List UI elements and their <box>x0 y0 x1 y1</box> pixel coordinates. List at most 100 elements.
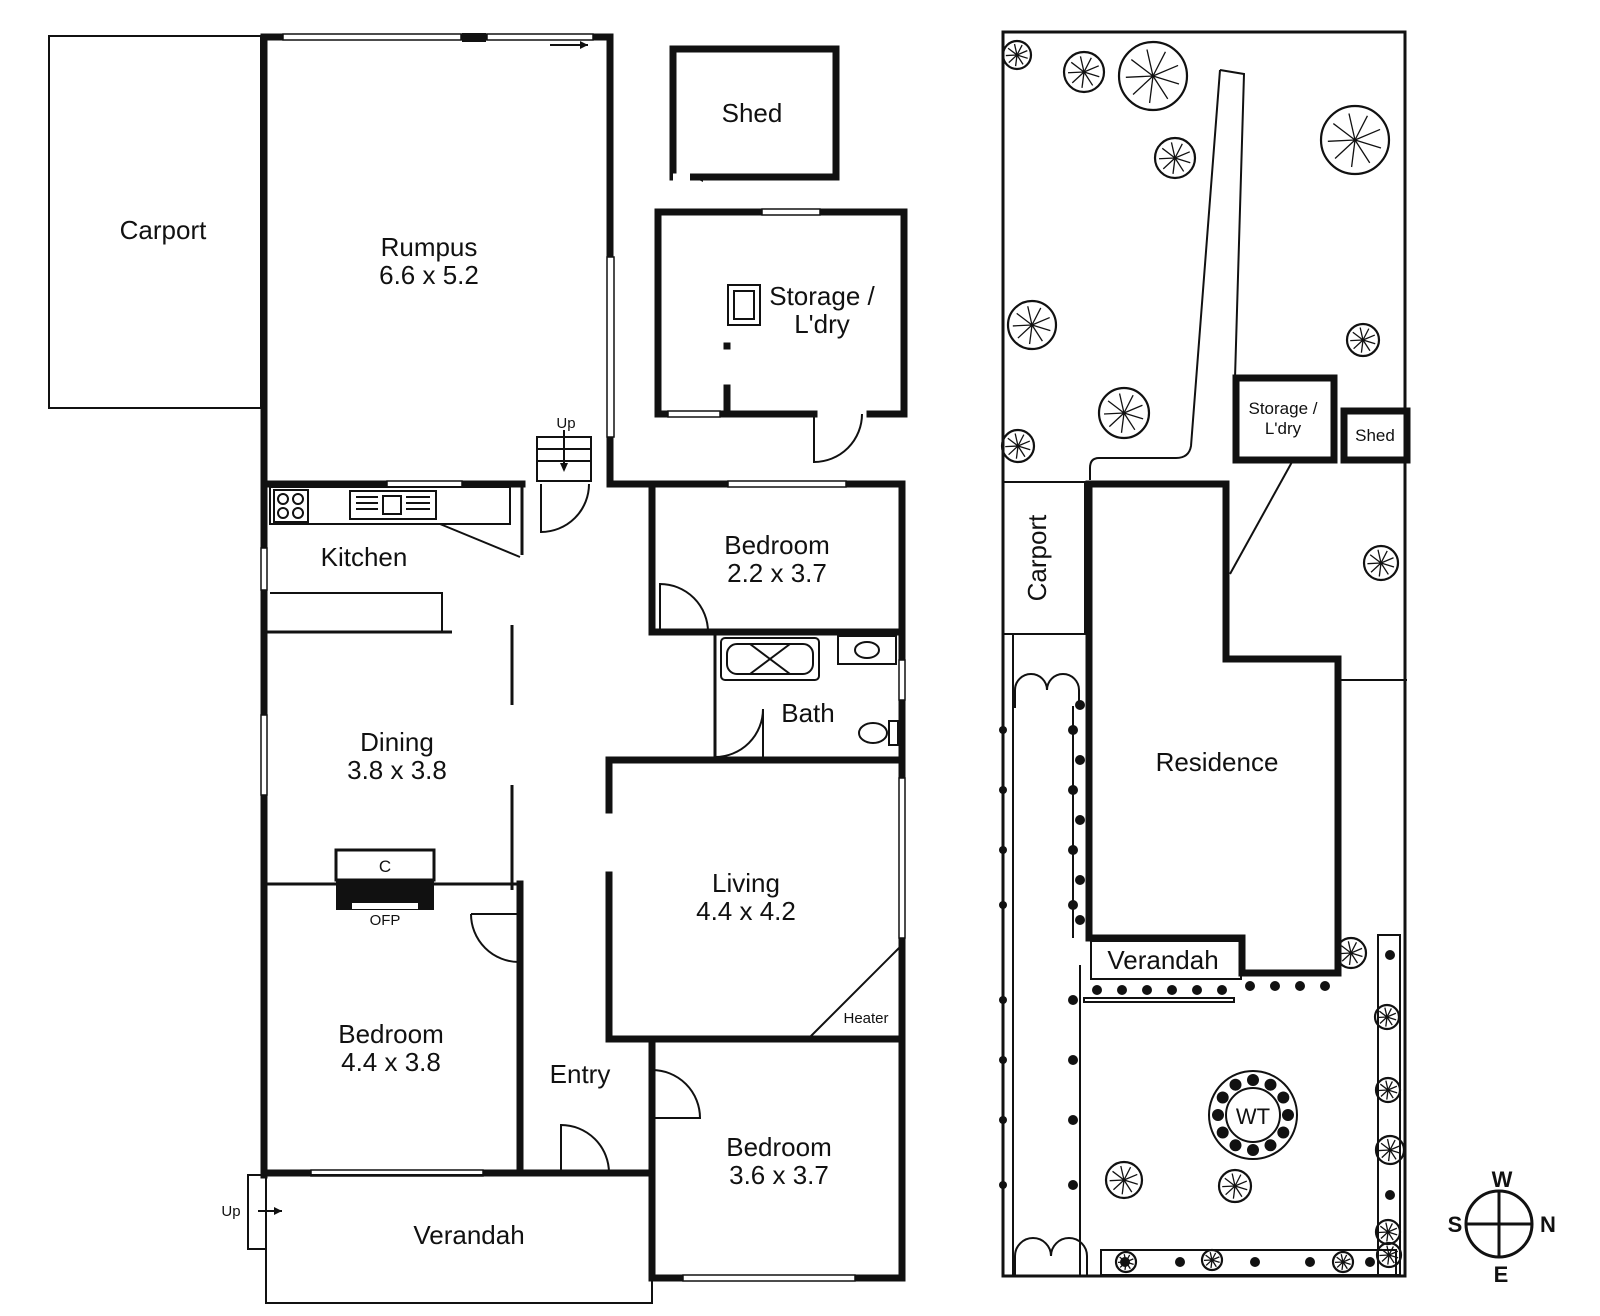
bed1-window <box>727 480 847 488</box>
residence-label: Residence <box>1156 747 1279 777</box>
hedge-dot <box>999 996 1007 1004</box>
bath-window <box>898 659 906 701</box>
carport-label: Carport <box>120 215 207 245</box>
compass: W N S E <box>1448 1167 1556 1287</box>
tree-icon <box>1117 40 1189 112</box>
site-verandah <box>1090 940 1242 980</box>
living-window <box>898 777 906 939</box>
site-shed <box>1340 407 1411 464</box>
hedge-dot <box>1068 785 1078 795</box>
hedge-dot <box>1385 1190 1395 1200</box>
bathtub <box>720 637 820 681</box>
storage-window-top <box>761 208 821 216</box>
dining-label: Dining <box>360 727 434 757</box>
hedge-dot <box>1068 995 1078 1005</box>
entry-label: Entry <box>550 1059 611 1089</box>
hedge-dot <box>1245 981 1255 991</box>
cooktop <box>273 489 309 523</box>
kitchen-side-window <box>260 547 268 591</box>
water-tank-label: WT <box>1236 1104 1270 1129</box>
rumpus-pillar <box>462 33 486 42</box>
hedge-dot <box>999 1116 1007 1124</box>
floor-plan-labels: Carport Rumpus 6.6 x 5.2 Shed Storage / … <box>120 98 889 1250</box>
bath-label: Bath <box>781 698 835 728</box>
tree-icon <box>1319 104 1391 176</box>
bath-door-swing <box>714 708 764 758</box>
hedge-dot <box>1192 985 1202 995</box>
tree-icon <box>1331 1250 1355 1274</box>
tree-icon <box>1362 544 1400 582</box>
living-dimensions: 4.4 x 4.2 <box>696 896 796 926</box>
hedge-dot <box>1092 985 1102 995</box>
hedge-dot <box>1270 981 1280 991</box>
hedge-dot <box>1320 981 1330 991</box>
laundry-tub <box>727 284 761 326</box>
shed-outline <box>669 45 840 181</box>
basin <box>837 635 897 665</box>
hedge-dot <box>1075 700 1085 710</box>
hedge-dot <box>1075 875 1085 885</box>
tree-icon <box>1104 1160 1144 1200</box>
tree-icon <box>1217 1168 1253 1204</box>
bed3-door-swing <box>651 1069 702 1119</box>
hedge-dot <box>1075 915 1085 925</box>
tree-icon <box>1375 1241 1403 1269</box>
storage-window-bottom <box>667 410 721 418</box>
hedge-dot <box>1075 755 1085 765</box>
dining-dimensions: 3.8 x 3.8 <box>347 755 447 785</box>
tree-icon <box>1153 136 1197 180</box>
verandah-label: Verandah <box>413 1220 524 1250</box>
hedge-dot <box>1142 985 1152 995</box>
storage-label-line1: Storage / <box>769 281 875 311</box>
rumpus-label: Rumpus <box>381 232 478 262</box>
storage-walls <box>654 208 908 418</box>
compass-north: N <box>1540 1212 1556 1237</box>
site-verandah-label: Verandah <box>1107 945 1218 975</box>
site-storage <box>1232 374 1338 464</box>
tree-icon <box>1001 39 1033 71</box>
tank-shrub <box>1216 1091 1229 1104</box>
kitchen-island <box>270 592 443 633</box>
tree-icon <box>1374 1218 1402 1246</box>
tank-shrub <box>1229 1078 1242 1091</box>
tree-icon <box>1200 1248 1224 1272</box>
hedge-dot <box>1068 900 1078 910</box>
verandah-up-label: Up <box>221 1203 240 1220</box>
bed1-door-swing <box>659 582 709 633</box>
fireplace-c-label: C <box>379 857 391 876</box>
site-storage-label-line2: L'dry <box>1265 419 1302 438</box>
tree-icon <box>1097 386 1151 440</box>
site-storage-label-line1: Storage / <box>1249 399 1318 418</box>
hedge-dot <box>1250 1257 1260 1267</box>
rumpus-door-swing <box>540 483 590 534</box>
tank-shrub <box>1264 1078 1277 1091</box>
heater-diagonal <box>807 946 901 1040</box>
hedge-dot <box>1305 1257 1315 1267</box>
hedge-dot <box>999 1181 1007 1189</box>
tree-icon <box>1114 1250 1138 1274</box>
hedge-dot <box>999 726 1007 734</box>
tank-shrub <box>1277 1126 1290 1139</box>
bedroom-2-label: Bedroom <box>338 1019 444 1049</box>
bed3-window <box>682 1274 856 1282</box>
hedge-dot <box>999 901 1007 909</box>
hedge-dot <box>1075 815 1085 825</box>
hedge-dot <box>1068 1180 1078 1190</box>
site-carport <box>1003 481 1086 635</box>
rumpus-window-1 <box>282 33 462 41</box>
bedroom-3-label: Bedroom <box>726 1132 832 1162</box>
hedge-shrubs <box>999 700 1395 1267</box>
tree-icon <box>1374 1134 1406 1166</box>
hedge-dot <box>1167 985 1177 995</box>
tank-shrub <box>1216 1126 1229 1139</box>
tank-shrub <box>1282 1109 1294 1121</box>
storage-label-line2: L'dry <box>794 309 850 339</box>
site-shed-label: Shed <box>1355 426 1395 445</box>
tree-icon <box>1334 936 1368 970</box>
living-label: Living <box>712 868 780 898</box>
south-hedge-bed <box>1100 1249 1397 1276</box>
hedge-dot <box>1068 725 1078 735</box>
tree-icon <box>1345 322 1381 358</box>
hedge-dot <box>1068 1115 1078 1125</box>
water-tank-ring <box>1208 1070 1298 1160</box>
